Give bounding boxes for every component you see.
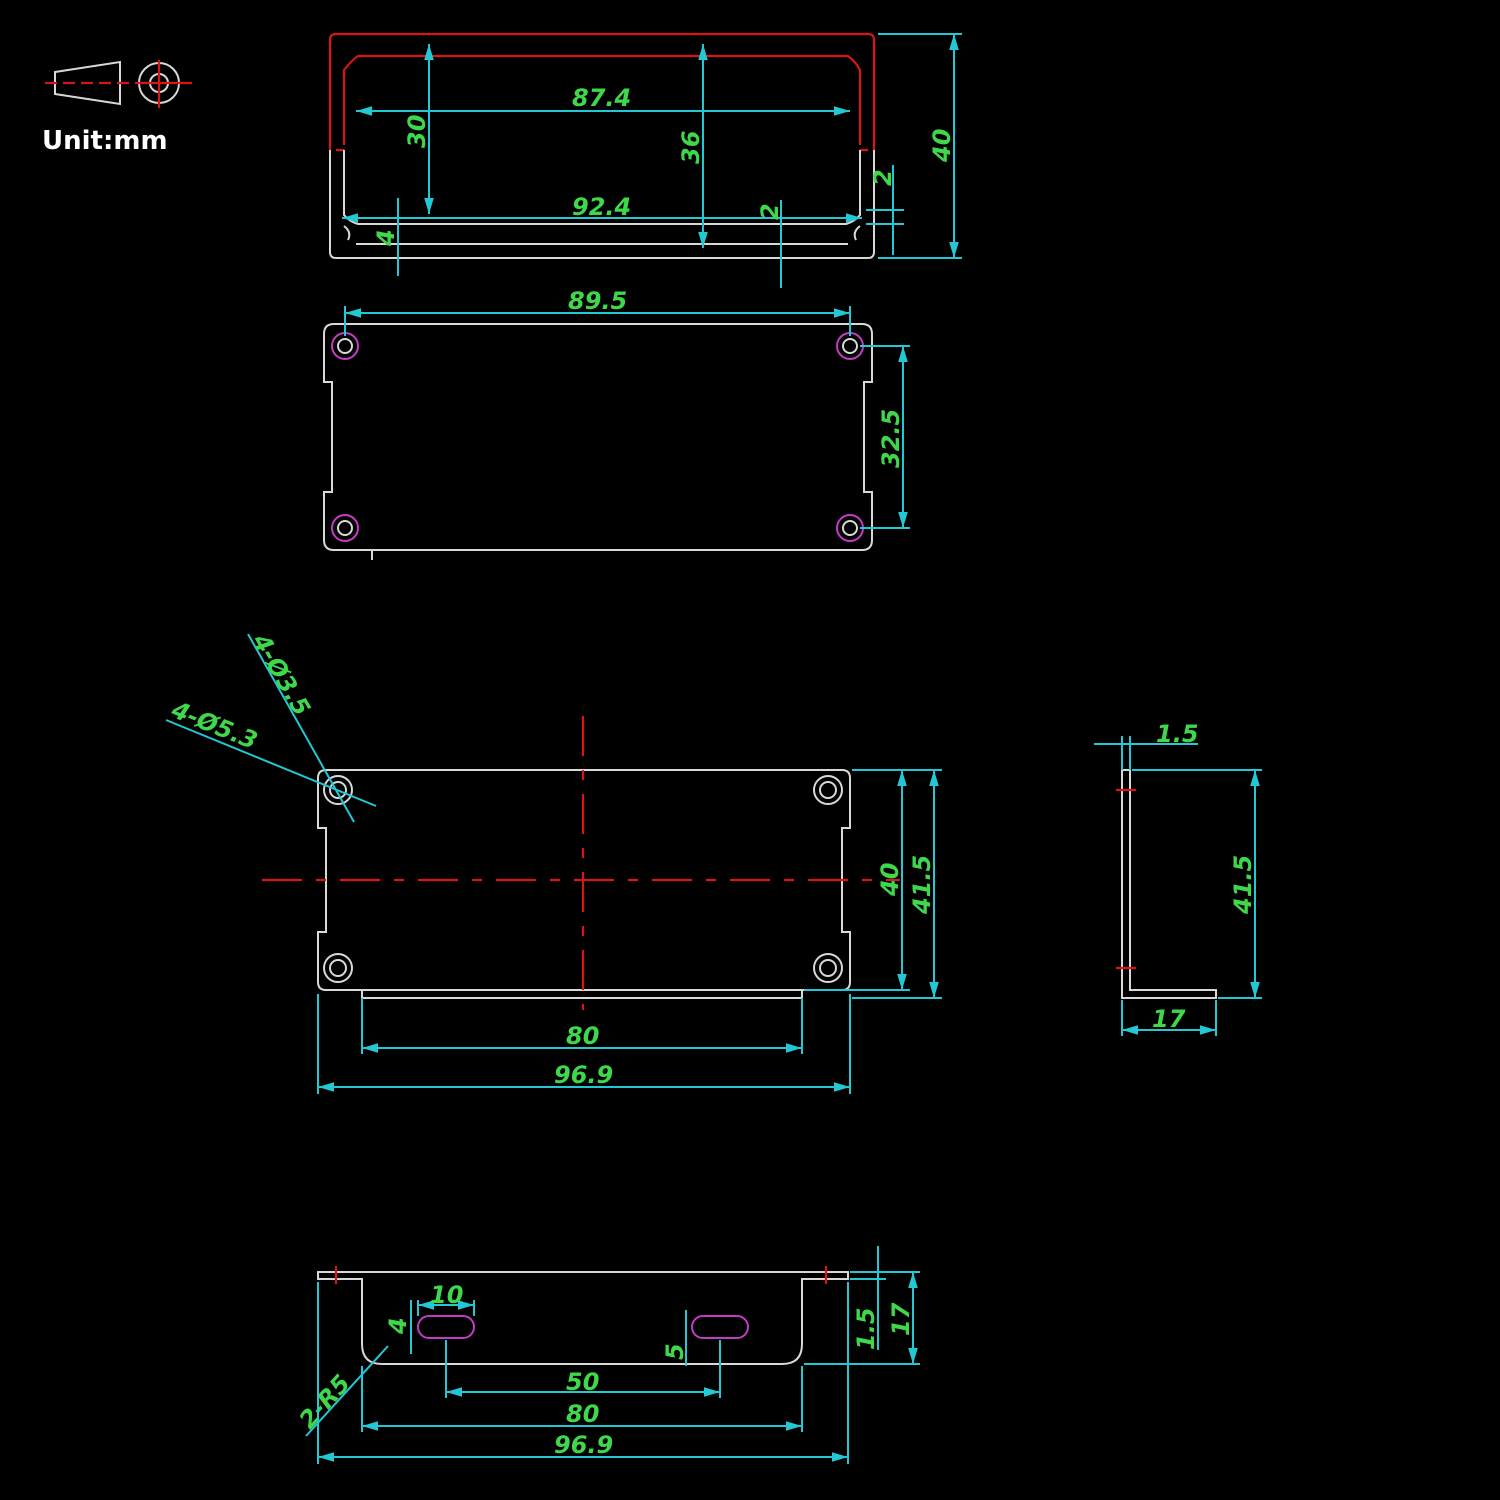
side-dim-flange: 17 — [1152, 1005, 1186, 1033]
bottom-dim-thickness: 1.5 — [852, 1307, 880, 1350]
bottom-dim-radius: 2-R5 — [294, 1369, 356, 1434]
dim-inner-total-height: 36 — [677, 131, 705, 164]
end-panel-view: 4-Ø3.5 4-Ø5.3 40 41.5 80 96.9 — [165, 628, 942, 1094]
top-hole-tr — [836, 332, 864, 360]
dim-bottom-4: 4 — [372, 229, 400, 247]
profile-view: 87.4 92.4 30 36 40 2 2 4 — [328, 32, 962, 288]
top-hole-tl — [331, 332, 359, 360]
dim-slot-bottom: 2 — [756, 203, 784, 220]
dim-height-40: 40 — [876, 863, 904, 897]
side-dim-thickness: 1.5 — [1156, 720, 1199, 748]
bottom-dim-width-80: 80 — [566, 1400, 599, 1428]
bottom-dim-slot-len: 10 — [430, 1281, 463, 1309]
end-hole-tr — [813, 775, 843, 805]
unit-label: Unit:mm — [42, 126, 168, 156]
side-dim-height: 41.5 — [1229, 855, 1257, 915]
dim-height-41-5: 41.5 — [908, 855, 936, 915]
top-hole-br — [836, 514, 864, 542]
dim-hole-small: 4-Ø3.5 — [246, 628, 316, 720]
dim-width-80: 80 — [566, 1022, 599, 1050]
bottom-dim-slot-spacing: 50 — [566, 1368, 599, 1396]
top-hole-bl — [331, 514, 359, 542]
dim-inner-top: 87.4 — [572, 84, 631, 112]
end-hole-bl — [323, 953, 353, 983]
bottom-dim-height: 17 — [887, 1302, 915, 1336]
bottom-dim-slot-h: 4 — [384, 1317, 412, 1335]
dim-width-96-9: 96.9 — [554, 1061, 613, 1089]
side-view: 1.5 41.5 17 — [1094, 720, 1262, 1036]
dim-hole-spacing-h: 32.5 — [877, 409, 905, 468]
end-hole-br — [813, 953, 843, 983]
bottom-slot-left — [417, 1315, 475, 1339]
dim-slot-right: 2 — [869, 169, 897, 186]
end-hole-tl — [323, 775, 353, 805]
dim-hole-large: 4-Ø5.3 — [167, 695, 261, 755]
bottom-dim-width-96-9: 96.9 — [554, 1431, 613, 1459]
bottom-dim-slot-gap: 5 — [661, 1343, 689, 1360]
dim-outer-height: 40 — [928, 129, 956, 163]
dim-hole-spacing-w: 89.5 — [568, 287, 627, 315]
projection-symbol-icon — [45, 60, 192, 108]
bottom-slot-right — [691, 1315, 749, 1339]
top-view: 89.5 32.5 — [323, 287, 910, 560]
dim-inner-height: 30 — [403, 115, 431, 148]
dim-inner-bottom: 92.4 — [572, 193, 631, 221]
bottom-view: 10 4 5 2-R5 50 80 96.9 1.5 17 — [294, 1246, 920, 1464]
